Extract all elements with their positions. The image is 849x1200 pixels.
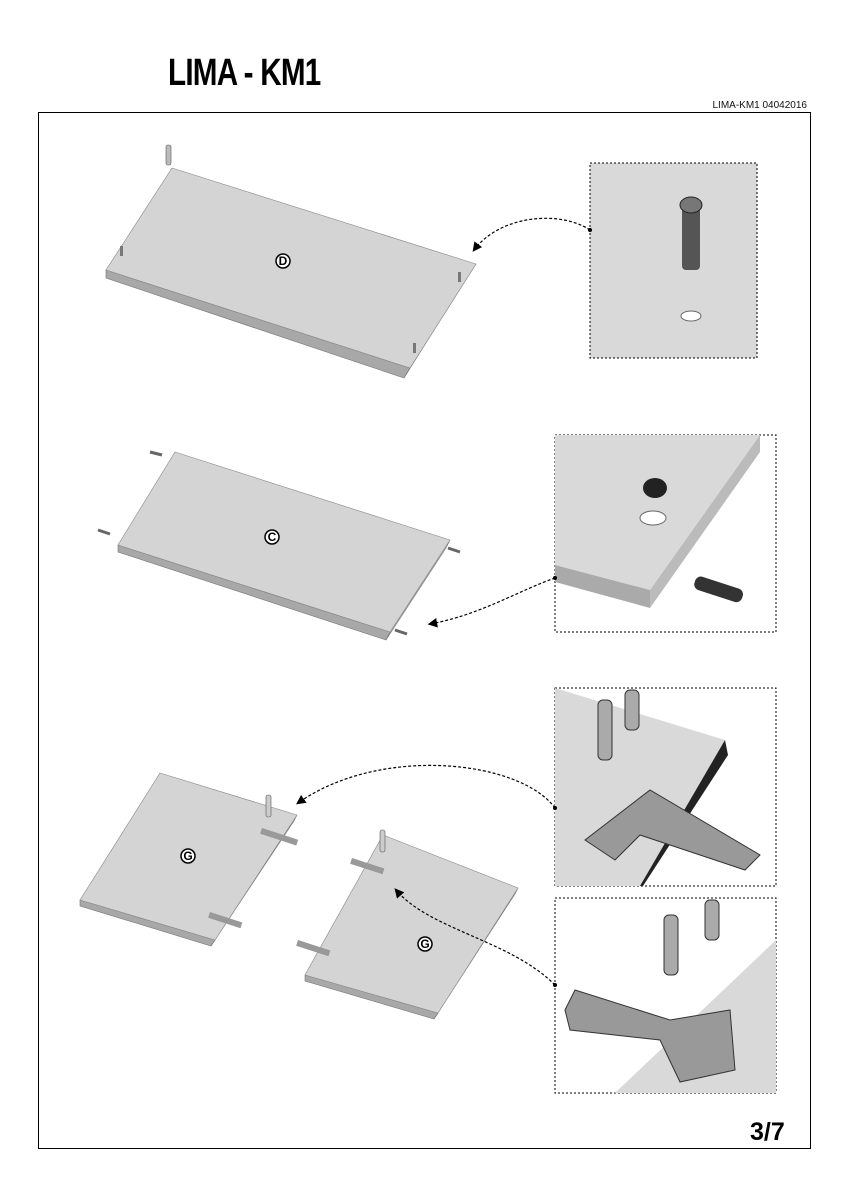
panel-label-g-right: G [420,937,429,951]
document-title: LIMA - KM1 [168,52,321,94]
detail-hinge-1 [554,687,777,887]
screwdriver-icon [597,699,613,761]
screwdriver-icon [379,829,386,853]
detail-cam-bolt [589,162,758,359]
dashed-arrows [296,217,591,986]
screwdriver-icon [663,914,679,976]
panel-label-g-left: G [183,849,192,863]
panel-g-right: G [296,829,519,1020]
screwdriver-icon [165,144,172,166]
screwdriver-icon [624,689,640,731]
panel-label-d: D [279,254,288,268]
panel-label-c: C [268,530,277,544]
page-number: 3/7 [750,1118,785,1146]
screwdriver-icon [704,899,720,941]
panel-g-left: G [79,772,299,947]
document-code: LIMA-KM1 04042016 [712,100,807,111]
detail-hinge-2 [554,897,777,1094]
screwdriver-icon [265,794,272,818]
page-frame [38,112,811,1149]
panel-c: C [97,450,461,641]
panel-d: D [105,144,477,379]
detail-cam-dowel [554,434,777,633]
